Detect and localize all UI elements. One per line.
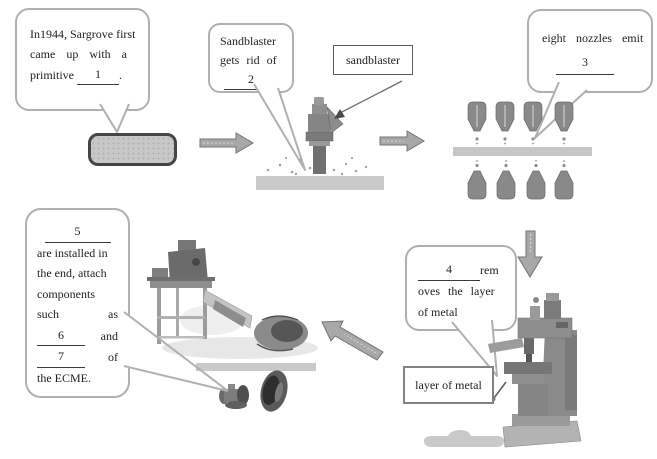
flow-arrow-step2-to-step3 <box>379 130 425 152</box>
bottom-nozzles <box>467 170 574 200</box>
bubble1-line1: In1944, Sargrove first <box>30 27 136 41</box>
valve-component-icon <box>219 384 249 409</box>
bubble1-line3-period: . <box>119 68 122 82</box>
bubble1-line3-text: primitive <box>30 68 74 82</box>
bubble5-line5: such as <box>37 304 118 325</box>
bubble1-line2: came up with a <box>30 47 127 61</box>
answer-blank-6: 6 <box>37 325 85 346</box>
flow-arrow-step3-to-step4 <box>517 230 543 278</box>
bubble4-line2: oves the layer <box>418 284 495 298</box>
speaker-cone-icon <box>260 370 288 412</box>
bubble5-line6: 6 and <box>37 325 118 346</box>
answer-blank-2: 2 <box>224 70 278 90</box>
bubble5-line1: 5 <box>37 221 118 243</box>
answer-blank-1: 1 <box>77 64 119 85</box>
sandblaster-label-box: sandblaster <box>333 45 413 75</box>
layer-of-metal-label-box: layer of metal <box>403 366 494 404</box>
bubble3-line1: eight nozzles emit <box>542 31 644 45</box>
nozzle-highlights <box>476 105 565 127</box>
speech-bubble-step5: 5 are installed in the end, attach compo… <box>25 208 130 398</box>
flow-arrow-step1-to-step2 <box>199 132 254 154</box>
bubble5-line5-such: such <box>37 307 59 321</box>
sand-grit-particles <box>266 156 368 176</box>
flow-arrow-step4-to-step5 <box>321 320 384 361</box>
bubble2-line1: Sandblaster <box>220 34 276 48</box>
spray-dots-top <box>475 137 566 145</box>
bubble5-tail-fill <box>124 312 228 391</box>
bubble5-line7: 7 of <box>37 346 118 368</box>
bubble5-line8: the ECME. <box>37 370 91 385</box>
assembly-bench-icon <box>147 240 318 359</box>
bubble2-tail <box>253 83 306 171</box>
bubble5-line7-of: of <box>108 350 118 364</box>
primitive-machine-placeholder-icon <box>88 133 177 166</box>
flat-disc-component-icon <box>424 430 504 447</box>
bubble4-line3: of metal <box>418 305 458 319</box>
layer-of-metal-label: layer of metal <box>415 377 482 392</box>
sandblaster-machine-icon <box>256 97 384 190</box>
bubble5-line3: the end, attach <box>37 266 107 280</box>
assembly-board-bar <box>196 363 316 371</box>
bubble5-line6-and: and <box>100 328 118 343</box>
answer-blank-4: 4 <box>418 259 480 281</box>
speech-bubble-step1: In1944, Sargrove first came up with a pr… <box>15 8 150 111</box>
bubble2-line2: gets rid of <box>220 53 277 67</box>
bubble3-line2: 3 <box>542 50 639 75</box>
bubble2-line3: 2 <box>220 70 282 90</box>
label-pointer-arrow-icon <box>334 80 403 119</box>
spray-dots-bottom <box>475 160 566 168</box>
bubble5-line4: components <box>37 286 95 301</box>
nozzle-array-icon <box>453 101 592 200</box>
bubble4-line1-text: rem <box>480 263 499 277</box>
speech-bubble-step2: Sandblaster gets rid of 2 <box>208 23 294 93</box>
sandblaster-label: sandblaster <box>346 52 400 67</box>
speech-bubble-step3: eight nozzles emit 3 <box>527 9 653 93</box>
bubble5-line5-as: as <box>108 307 118 321</box>
answer-blank-3: 3 <box>556 50 614 75</box>
answer-blank-7: 7 <box>37 346 85 368</box>
bubble1-line3: primitive 1. <box>30 64 136 85</box>
bubble5-tail-outline <box>123 311 229 392</box>
bubble5-line2: are installed in <box>37 245 108 260</box>
answer-blank-5: 5 <box>44 221 111 243</box>
top-nozzles <box>467 101 574 132</box>
